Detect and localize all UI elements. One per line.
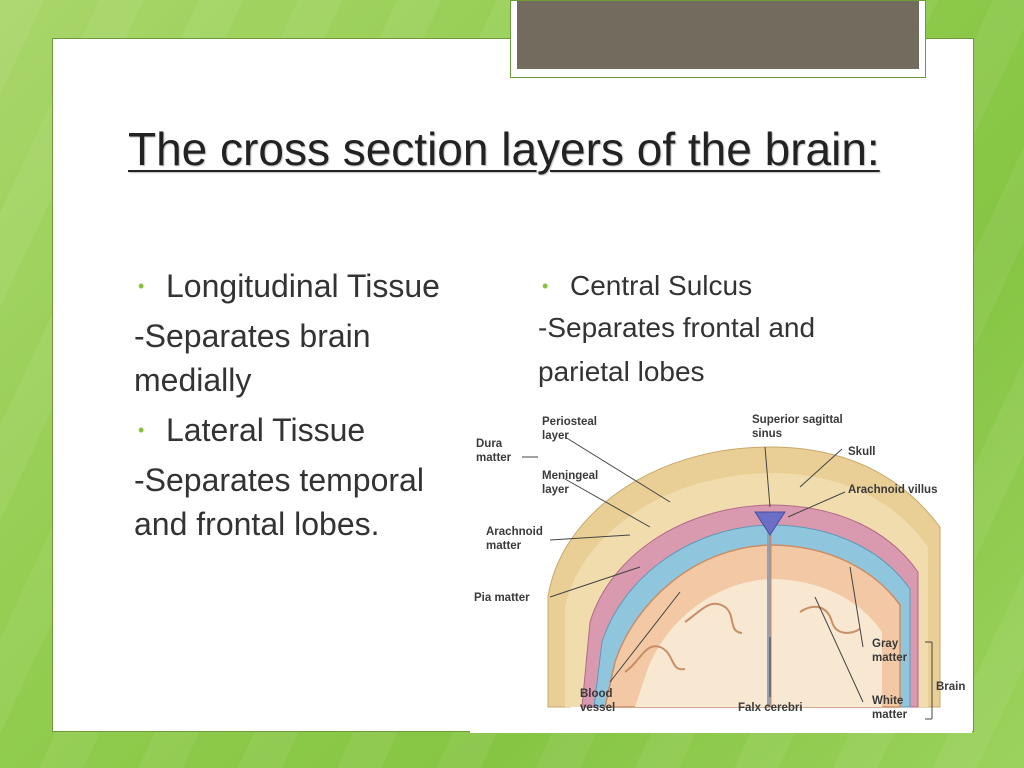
left-text-column: • Longitudinal Tissue -Separates brain m… [134, 266, 454, 554]
bullet-text: Lateral Tissue [166, 412, 366, 448]
brain-cross-section-illustration: Dura matter Periosteal layer Meningeal l… [474, 414, 965, 721]
body-paragraph: -Separates frontal and parietal lobes [538, 312, 816, 387]
slide-title: The cross section layers of the brain: [128, 123, 880, 175]
label-dura-matter: Dura matter [476, 438, 512, 464]
label-brain: Brain [936, 681, 965, 693]
label-white-matter: White matter [872, 695, 908, 721]
label-pia-matter: Pia matter [474, 592, 530, 604]
body-paragraph: -Separates brain medially [134, 318, 371, 398]
bullet-dot-icon: • [138, 276, 145, 296]
slide-header-tab [510, 0, 926, 78]
body-paragraph: -Separates temporal and frontal lobes. [134, 462, 424, 542]
label-superior-sagittal-sinus: Superior sagittal sinus [752, 414, 846, 440]
bullet-item: • Lateral Tissue [134, 410, 454, 450]
label-skull: Skull [848, 446, 875, 458]
bullet-item: • Central Sulcus [538, 266, 868, 306]
label-gray-matter: Gray matter [872, 638, 908, 664]
brain-cross-section-figure: Dura matter Periosteal layer Meningeal l… [470, 407, 972, 733]
bullet-item: • Longitudinal Tissue [134, 266, 454, 306]
label-arachnoid-villus: Arachnoid villus [848, 484, 937, 496]
bullet-dot-icon: • [138, 420, 145, 440]
label-blood-vessel: Blood vessel [580, 688, 616, 714]
right-text-column: • Central Sulcus -Separates frontal and … [538, 266, 868, 402]
slide-header-tab-fill [517, 1, 919, 69]
label-meningeal-layer: Meningeal layer [542, 470, 601, 496]
bullet-dot-icon: • [542, 276, 549, 296]
bullet-text: Central Sulcus [570, 270, 753, 301]
label-arachnoid-matter: Arachnoid matter [486, 526, 546, 552]
bullet-text: Longitudinal Tissue [166, 268, 440, 304]
label-periosteal-layer: Periosteal layer [542, 416, 600, 442]
label-falx-cerebri: Falx cerebri [738, 702, 803, 714]
